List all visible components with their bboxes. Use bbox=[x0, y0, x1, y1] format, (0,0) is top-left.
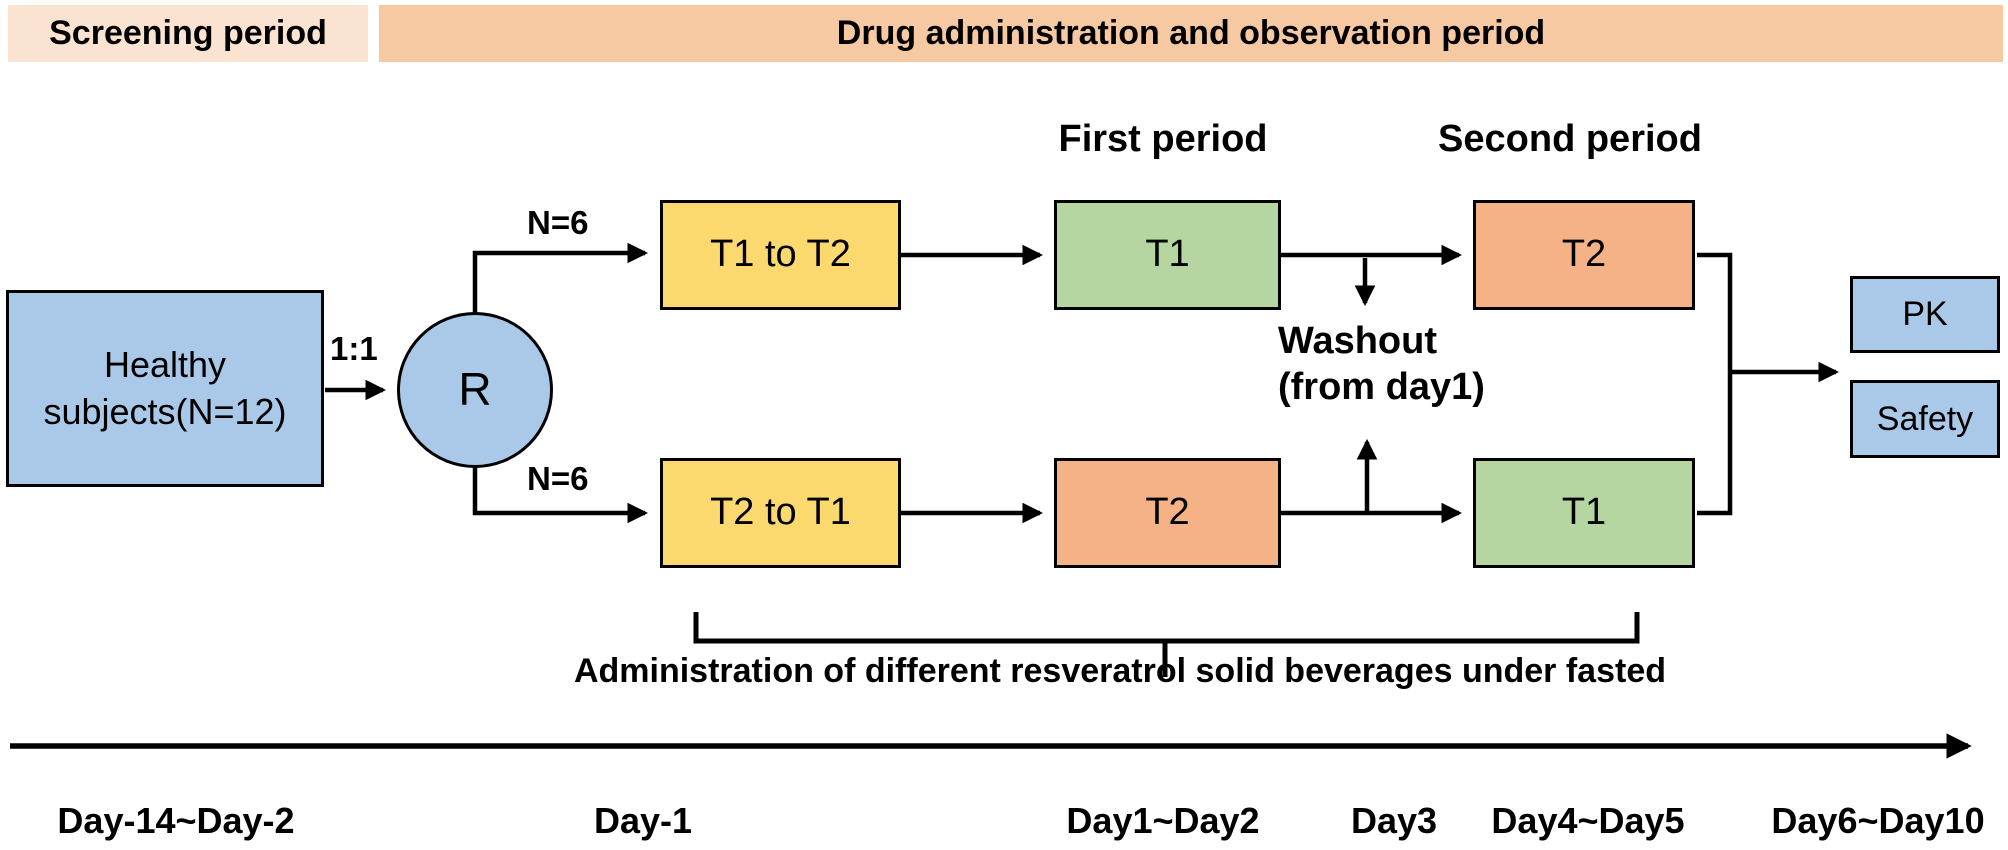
safety-box: Safety bbox=[1850, 380, 2000, 458]
arm1-n-label: N=6 bbox=[527, 204, 589, 241]
sequence1-label: T1 to T2 bbox=[710, 233, 851, 276]
timeline-label-day1-day2: Day1~Day2 bbox=[1066, 800, 1260, 841]
second-period-t1-box: T1 bbox=[1473, 458, 1695, 568]
screening-period-band: Screening period bbox=[8, 5, 368, 62]
drug-admin-period-label: Drug administration and observation peri… bbox=[836, 14, 1546, 52]
ratio-label: 1:1 bbox=[330, 330, 378, 367]
fasted-administration-note: Administration of different resveratrol … bbox=[573, 652, 1667, 690]
second-period-label: Second period bbox=[1438, 118, 1702, 160]
second-period-t1-label: T1 bbox=[1561, 491, 1607, 534]
pk-label: PK bbox=[1902, 295, 1948, 334]
second-period-t2-label: T2 bbox=[1561, 233, 1607, 276]
sequence-t1-to-t2-box: T1 to T2 bbox=[660, 200, 901, 310]
drug-admin-period-band: Drug administration and observation peri… bbox=[379, 5, 2003, 62]
first-period-t2-label: T2 bbox=[1145, 491, 1190, 534]
screening-period-label: Screening period bbox=[49, 14, 327, 52]
arm2-n-label: N=6 bbox=[527, 460, 589, 497]
first-period-t1-box: T1 bbox=[1054, 200, 1281, 310]
arrow-r-to-seq1 bbox=[472, 242, 649, 316]
pk-box: PK bbox=[1850, 276, 2000, 353]
washout-line1: Washout bbox=[1278, 320, 1438, 362]
first-period-t1-label: T1 bbox=[1145, 233, 1190, 276]
washout-line2: (from day1) bbox=[1278, 366, 1485, 409]
healthy-subjects-box: Healthy subjects(N=12) bbox=[6, 290, 324, 487]
timeline-label-day4-day5: Day4~Day5 bbox=[1491, 800, 1685, 841]
randomization-circle: R bbox=[397, 312, 553, 468]
timeline-label-day-1: Day-1 bbox=[593, 800, 693, 841]
merge-line bbox=[1697, 252, 1733, 516]
healthy-subjects-label: Healthy subjects(N=12) bbox=[43, 344, 287, 432]
sequence2-label: T2 to T1 bbox=[710, 491, 851, 534]
second-period-t2-box: T2 bbox=[1473, 200, 1695, 310]
randomization-label: R bbox=[458, 363, 492, 416]
timeline-label-day6-day10: Day6~Day10 bbox=[1771, 800, 1985, 841]
timeline-label-day-14-day-2: Day-14~Day-2 bbox=[57, 800, 295, 841]
timeline-label-day3: Day3 bbox=[1350, 800, 1438, 841]
sequence-t2-to-t1-box: T2 to T1 bbox=[660, 458, 901, 568]
safety-label: Safety bbox=[1876, 399, 1974, 438]
first-period-label: First period bbox=[1058, 118, 1268, 160]
washout-label: Washout (from day1) bbox=[1278, 318, 1485, 411]
first-period-t2-box: T2 bbox=[1054, 458, 1281, 568]
